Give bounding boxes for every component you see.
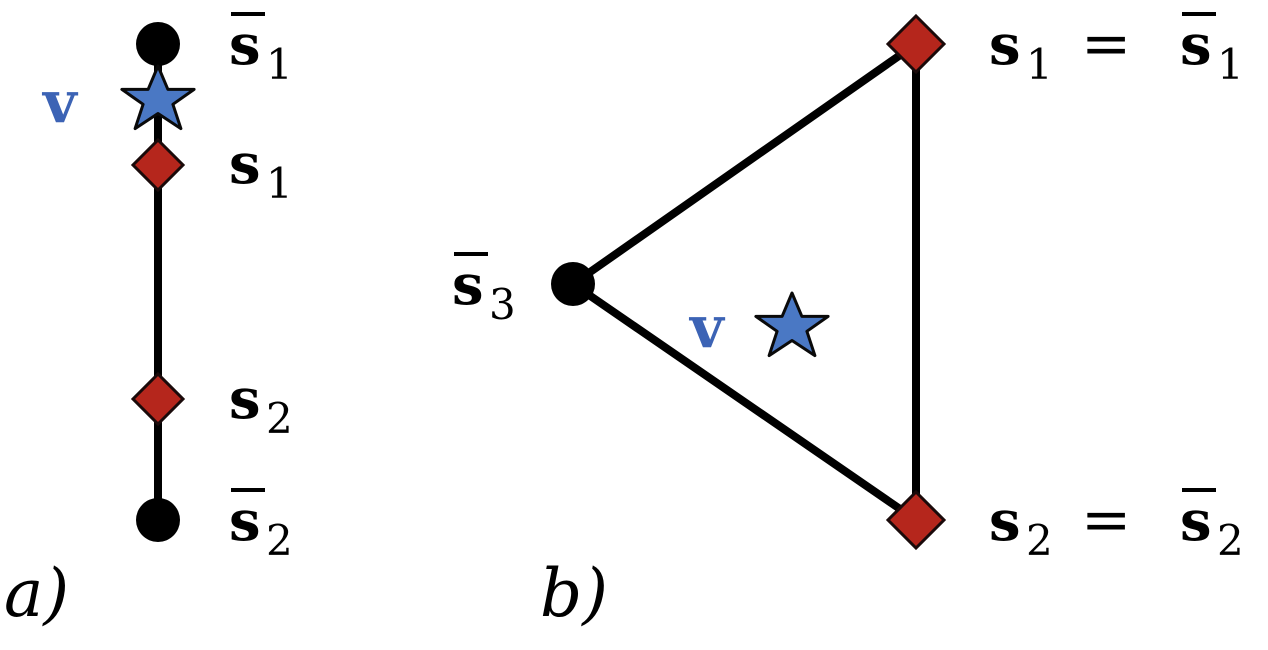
label-corner-bottom: s 2 = s 2 xyxy=(989,485,1244,565)
label-sub: 3 xyxy=(489,280,516,329)
target-star-icon xyxy=(754,291,830,358)
label-base: s xyxy=(989,488,1021,554)
target-label: v xyxy=(688,293,726,361)
label-sub: 1 xyxy=(266,159,293,208)
label-base: s xyxy=(452,252,484,318)
triangle-edge-lower xyxy=(569,280,920,524)
vertex-bottom xyxy=(136,498,180,542)
label-sub: 2 xyxy=(1026,516,1053,565)
label-corner-top: s 1 = s 1 xyxy=(989,9,1244,89)
label-base: s xyxy=(229,488,261,554)
vertex-top xyxy=(136,22,180,66)
sample-diamond-bottom-icon xyxy=(130,371,186,427)
label-vertex-top: s 1 xyxy=(229,12,293,89)
vertex-left xyxy=(551,262,595,306)
label-base: s xyxy=(989,12,1021,78)
panel-label-a: a) xyxy=(4,555,69,632)
triangle-edge-upper xyxy=(569,40,920,288)
panel-b: v s 3 s 1 = s 1 s 2 = s 2 b) xyxy=(452,9,1244,632)
label-vertex-left: s 3 xyxy=(452,252,516,329)
sample-diamond-top-icon xyxy=(130,137,186,193)
label-sub: 1 xyxy=(1026,40,1053,89)
panel-a: s 1 v s 1 s 2 s 2 a) xyxy=(4,12,293,632)
sample-diamond-bottom-icon xyxy=(885,489,947,551)
label-sub: 2 xyxy=(266,394,293,443)
panel-label-b: b) xyxy=(540,555,608,632)
label-base-2: s xyxy=(1180,488,1212,554)
target-star-icon xyxy=(120,64,196,131)
label-base-2: s xyxy=(1180,12,1212,78)
sample-diamond-top-icon xyxy=(885,13,947,75)
target-label: v xyxy=(41,68,79,136)
label-vertex-bottom: s 2 xyxy=(229,488,293,565)
label-sample-bottom: s 2 xyxy=(229,366,293,443)
label-sub: 2 xyxy=(266,516,293,565)
label-equals: = xyxy=(1081,9,1131,79)
label-sub: 1 xyxy=(266,40,293,89)
label-equals: = xyxy=(1081,485,1131,555)
label-base: s xyxy=(229,366,261,432)
label-sub-2: 2 xyxy=(1217,516,1244,565)
label-sub-2: 1 xyxy=(1217,40,1244,89)
label-base: s xyxy=(229,131,261,197)
label-base: s xyxy=(229,12,261,78)
label-sample-top: s 1 xyxy=(229,131,293,208)
